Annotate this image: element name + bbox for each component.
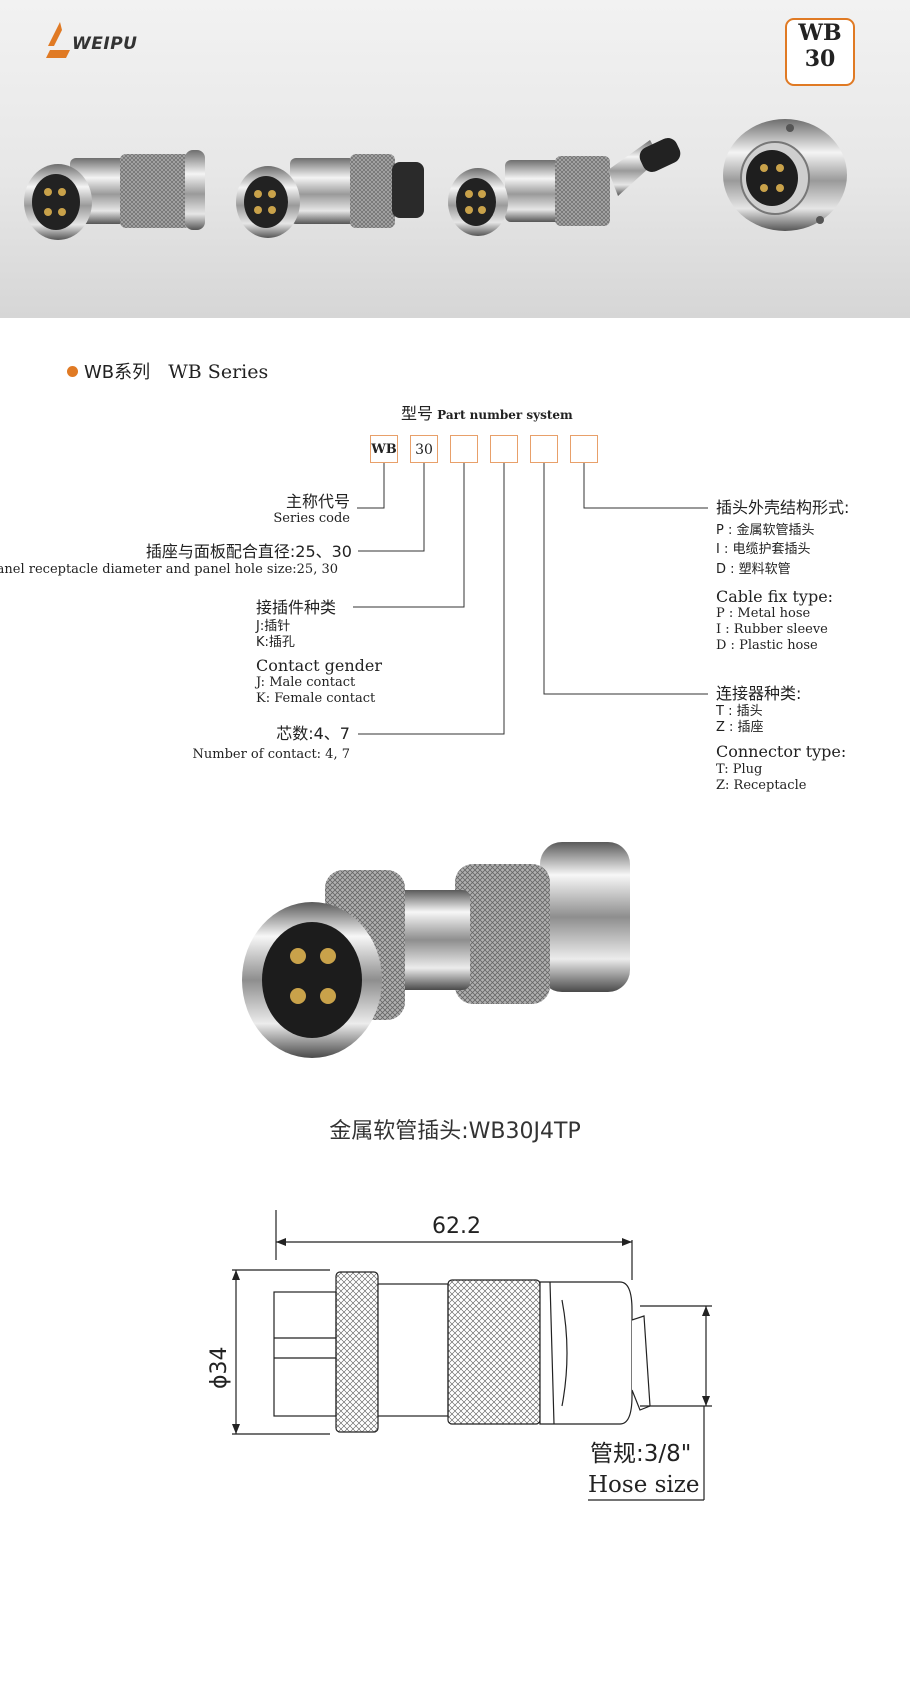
pn-box-5 xyxy=(530,435,558,463)
pn-title: 型号 Part number system xyxy=(401,404,573,424)
plug-rubber-sleeve-icon xyxy=(236,154,424,238)
label-gender-j-en: J: Male contact xyxy=(256,675,356,690)
badge-line2: 30 xyxy=(804,46,836,72)
connector-photos xyxy=(24,119,847,240)
receptacle-flange-icon xyxy=(723,119,847,231)
pn-leader-lines xyxy=(353,463,708,735)
label-gender-zh: 接插件种类 xyxy=(256,598,337,617)
model-badge: WB 30 xyxy=(785,18,855,86)
pn-box-1: WB xyxy=(370,435,398,463)
plug-plastic-hose-icon xyxy=(448,138,681,236)
dimension-drawing xyxy=(232,1210,712,1501)
label-diameter-en: Panel receptacle diameter and panel hole… xyxy=(0,562,338,577)
product-photo xyxy=(242,842,630,1058)
hose-size-en: Hose size xyxy=(588,1472,700,1498)
label-gender-k-zh: K:插孔 xyxy=(256,635,295,650)
series-heading-zh: WB系列 xyxy=(84,362,151,383)
brand-logo: WEIPU xyxy=(44,20,144,64)
product-caption: 金属软管插头:WB30J4TP xyxy=(329,1119,581,1144)
label-gender-en: Contact gender xyxy=(256,656,382,675)
bullet-dot-icon xyxy=(67,366,78,377)
label-conn-en: Connector type: xyxy=(716,742,847,761)
label-series-code-zh: 主称代号 xyxy=(285,492,350,511)
plug-metal-hose-icon xyxy=(24,150,205,240)
brand-logo-text: WEIPU xyxy=(72,34,138,54)
pn-box-6 xyxy=(570,435,598,463)
label-shell-i-en: I : Rubber sleeve xyxy=(716,622,828,637)
series-heading: WB系列 WB Series xyxy=(67,358,268,384)
label-conn-t-zh: T : 插头 xyxy=(716,704,763,719)
label-shell-d-zh: D : 塑料软管 xyxy=(716,562,791,577)
label-shell-p-en: P : Metal hose xyxy=(716,606,811,621)
label-conn-z-en: Z: Receptacle xyxy=(716,778,807,793)
pn-title-zh: 型号 xyxy=(401,404,434,423)
product-banner: WEIPU xyxy=(0,0,910,318)
label-diameter-zh: 插座与面板配合直径:25、30 xyxy=(145,542,352,561)
series-heading-en: WB Series xyxy=(168,361,269,383)
label-conn-zh: 连接器种类: xyxy=(716,684,802,703)
label-shell-en: Cable fix type: xyxy=(716,587,834,606)
label-conn-z-zh: Z : 插座 xyxy=(716,720,764,735)
badge-line1: WB xyxy=(798,20,842,46)
pn-title-en: Part number system xyxy=(437,408,573,422)
label-series-code-en: Series code xyxy=(273,511,350,526)
label-contacts-zh: 芯数:4、7 xyxy=(276,724,350,743)
label-shell-d-en: D : Plastic hose xyxy=(716,638,818,653)
label-shell-zh: 插头外壳结构形式: xyxy=(716,498,850,517)
label-contacts-en: Number of contact: 4, 7 xyxy=(192,747,351,762)
label-gender-j-zh: J:插针 xyxy=(256,619,291,634)
hose-size-zh: 管规:3/8" xyxy=(590,1441,692,1467)
dim-diameter-label: ϕ34 xyxy=(207,1346,232,1389)
label-shell-i-zh: I : 电缆护套插头 xyxy=(716,542,811,557)
pn-box-4 xyxy=(490,435,518,463)
weipu-logo-icon xyxy=(46,22,70,58)
label-shell-p-zh: P : 金属软管插头 xyxy=(716,523,815,538)
label-gender-k-en: K: Female contact xyxy=(256,691,376,706)
label-conn-t-en: T: Plug xyxy=(716,762,763,777)
pn-box-2: 30 xyxy=(410,435,438,463)
dim-length-label: 62.2 xyxy=(432,1214,481,1239)
pn-box-3 xyxy=(450,435,478,463)
